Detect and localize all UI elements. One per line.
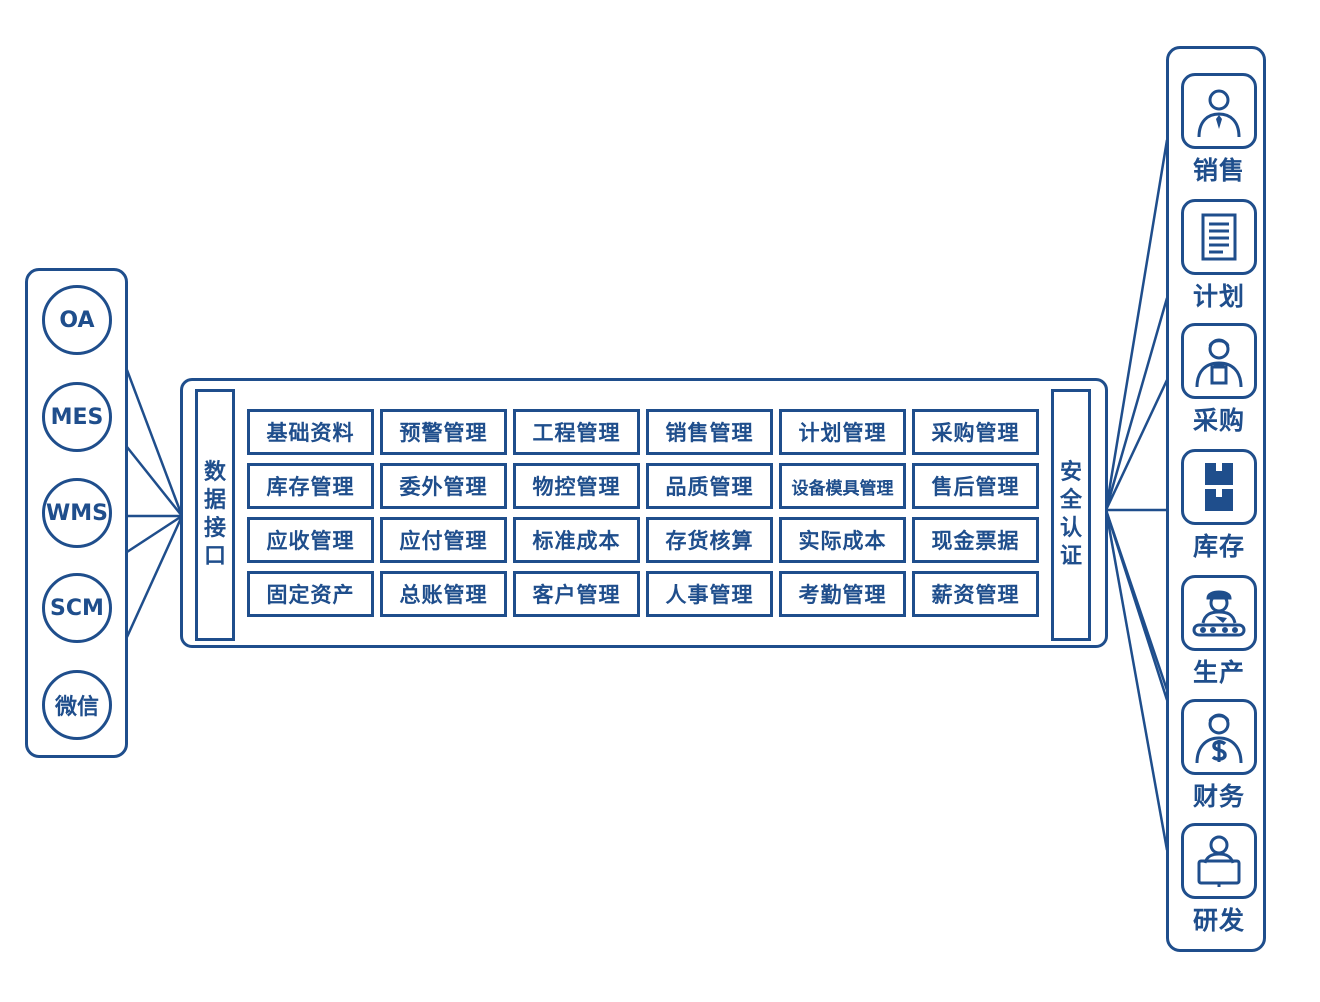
system-scm[interactable]: SCM xyxy=(42,573,112,643)
module-cell[interactable]: 现金票据 xyxy=(912,517,1039,563)
bar-char: 接 xyxy=(203,516,226,541)
right-connector-line xyxy=(1104,139,1169,511)
module-cell[interactable]: 售后管理 xyxy=(912,463,1039,509)
bar-char: 口 xyxy=(203,544,226,569)
erp-modules-panel: 数 据 接 口 基础资料 预警管理 工程管理 销售管理 计划管理 采购管理 库存… xyxy=(180,378,1108,648)
module-cell[interactable]: 实际成本 xyxy=(779,517,906,563)
department-planning[interactable]: 计划 xyxy=(1181,199,1257,313)
left-connector-line xyxy=(125,369,184,517)
system-oa[interactable]: OA xyxy=(42,285,112,355)
module-cell[interactable]: 基础资料 xyxy=(247,409,374,455)
department-rnd[interactable]: 研发 xyxy=(1181,823,1257,937)
bar-char: 安 xyxy=(1059,460,1082,485)
right-connector-line xyxy=(1104,509,1169,851)
system-mes[interactable]: MES xyxy=(42,382,112,452)
external-systems-panel: OA MES WMS SCM 微信 xyxy=(25,268,128,758)
department-label: 库存 xyxy=(1192,532,1245,561)
department-purchasing[interactable]: 采购 xyxy=(1181,323,1257,437)
module-cell[interactable]: 薪资管理 xyxy=(912,571,1039,617)
module-cell[interactable]: 品质管理 xyxy=(646,463,773,509)
left-connector-line xyxy=(126,514,183,554)
bar-char: 证 xyxy=(1059,544,1082,569)
system-label: OA xyxy=(59,307,95,333)
module-cell[interactable]: 采购管理 xyxy=(912,409,1039,455)
department-label: 销售 xyxy=(1192,156,1245,185)
module-cell[interactable]: 库存管理 xyxy=(247,463,374,509)
module-cell[interactable]: 人事管理 xyxy=(646,571,773,617)
department-inventory[interactable]: 库存 xyxy=(1181,449,1257,563)
department-finance[interactable]: 财务 xyxy=(1181,699,1257,813)
module-cell[interactable]: 工程管理 xyxy=(513,409,640,455)
document-icon xyxy=(1181,199,1257,275)
department-label: 生产 xyxy=(1192,658,1245,687)
department-sales[interactable]: 销售 xyxy=(1181,73,1257,187)
production-worker-icon xyxy=(1181,575,1257,651)
module-cell[interactable]: 存货核算 xyxy=(646,517,773,563)
bar-char: 全 xyxy=(1059,488,1082,513)
module-cell[interactable]: 应付管理 xyxy=(380,517,507,563)
bar-char: 据 xyxy=(203,488,226,513)
salesperson-icon xyxy=(1181,73,1257,149)
department-label: 研发 xyxy=(1192,906,1245,935)
module-cell[interactable]: 固定资产 xyxy=(247,571,374,617)
system-label: SCM xyxy=(50,595,104,621)
module-cell[interactable]: 总账管理 xyxy=(380,571,507,617)
module-cell[interactable]: 销售管理 xyxy=(646,409,773,455)
system-label: WMS xyxy=(45,500,108,526)
developer-icon xyxy=(1181,823,1257,899)
department-label: 采购 xyxy=(1192,406,1245,435)
module-cell[interactable]: 标准成本 xyxy=(513,517,640,563)
system-wechat[interactable]: 微信 xyxy=(42,670,112,740)
bar-char: 数 xyxy=(203,460,226,485)
module-cell[interactable]: 计划管理 xyxy=(779,409,906,455)
finance-icon xyxy=(1181,699,1257,775)
left-connector-line xyxy=(125,515,184,638)
right-connector-line xyxy=(1104,379,1169,511)
department-production[interactable]: 生产 xyxy=(1181,575,1257,689)
module-grid: 基础资料 预警管理 工程管理 销售管理 计划管理 采购管理 库存管理 委外管理 … xyxy=(247,409,1039,617)
module-cell[interactable]: 设备模具管理 xyxy=(779,463,906,509)
system-label: MES xyxy=(50,404,104,430)
bar-char: 认 xyxy=(1059,516,1082,541)
module-cell[interactable]: 应收管理 xyxy=(247,517,374,563)
module-cell[interactable]: 客户管理 xyxy=(513,571,640,617)
module-cell[interactable]: 物控管理 xyxy=(513,463,640,509)
department-label: 计划 xyxy=(1192,282,1245,311)
module-cell[interactable]: 考勤管理 xyxy=(779,571,906,617)
module-cell[interactable]: 委外管理 xyxy=(380,463,507,509)
security-auth-bar: 安 全 认 证 xyxy=(1051,389,1091,641)
buyer-icon xyxy=(1181,323,1257,399)
system-label: 微信 xyxy=(54,695,99,720)
warehouse-boxes-icon xyxy=(1181,449,1257,525)
module-cell[interactable]: 预警管理 xyxy=(380,409,507,455)
left-connector-line xyxy=(126,446,183,517)
system-wms[interactable]: WMS xyxy=(42,478,112,548)
departments-panel: 销售 计划 采购 xyxy=(1166,46,1266,952)
right-connector-line xyxy=(1104,509,1169,701)
data-interface-bar: 数 据 接 口 xyxy=(195,389,235,641)
department-label: 财务 xyxy=(1192,782,1245,811)
right-connector-line xyxy=(1104,297,1169,511)
